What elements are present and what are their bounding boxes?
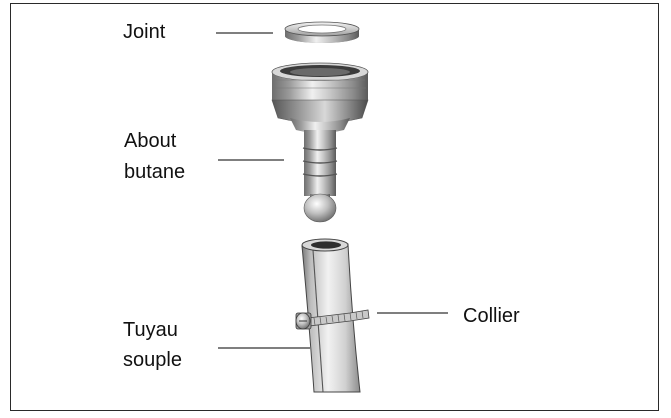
tuyau-souple-label-line2: souple (123, 349, 182, 371)
diagram-frame (10, 3, 659, 411)
about-butane-label-line1: About (124, 130, 177, 152)
joint-washer (284, 21, 360, 43)
butane-connector (271, 62, 369, 223)
collier-clamp (295, 309, 370, 330)
joint-label: Joint (123, 21, 166, 43)
collier-label: Collier (463, 305, 520, 327)
tuyau-souple-label-line1: Tuyau (123, 319, 178, 341)
about-butane-label-line2: butane (124, 161, 186, 183)
